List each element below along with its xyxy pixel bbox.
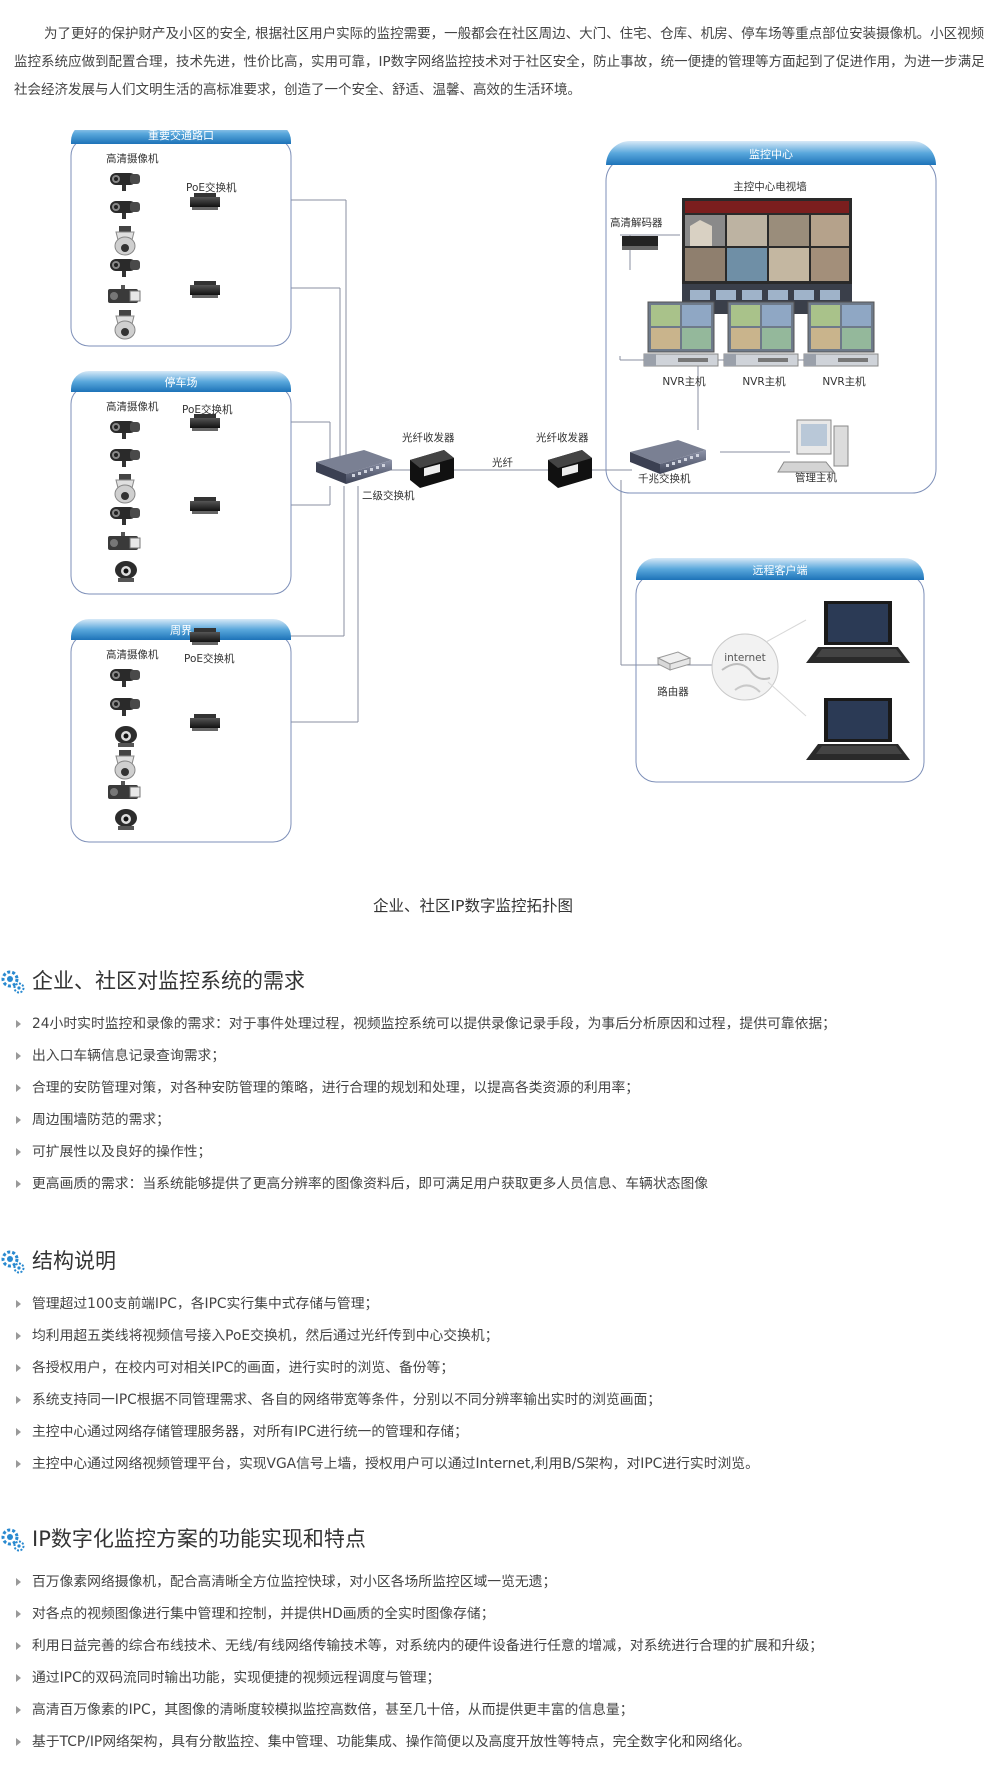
router-icon xyxy=(656,651,692,671)
camera-label: 高清摄像机 xyxy=(106,648,159,661)
mini-dome-camera-icon xyxy=(115,561,137,582)
router-label: 路由器 xyxy=(657,685,689,698)
section-features: IP数字化监控方案的功能实现和特点 百万像素网络摄像机，配合高清晰全方位监控快球… xyxy=(0,1524,1000,1750)
zone-title: 重要交通路口 xyxy=(148,130,214,142)
fiber-transceiver-icon xyxy=(548,450,592,488)
gear-icon xyxy=(1,1250,25,1274)
admin-host-icon xyxy=(777,419,849,473)
mini-dome-camera-icon xyxy=(115,809,137,830)
bullet-arrow-icon xyxy=(16,1610,21,1618)
tv-wall-icon xyxy=(682,198,852,314)
monitoring-center: 监控中心 主控中心电视墙 高清解码器 xyxy=(605,141,937,494)
gear-icon xyxy=(1,970,25,994)
center-title: 监控中心 xyxy=(749,147,793,161)
mini-dome-camera-icon xyxy=(115,726,137,747)
poe-switch-icon xyxy=(190,714,220,731)
section-title: 企业、社区对监控系统的需求 xyxy=(32,969,305,993)
bullet-arrow-icon xyxy=(16,1428,21,1436)
decoder-label: 高清解码器 xyxy=(610,216,663,229)
laptop-icon xyxy=(806,601,910,663)
poe-switch-icon xyxy=(190,628,220,645)
remote-client: 远程客户端 internet 路由器 xyxy=(635,558,925,783)
zone-title: 周界 xyxy=(170,624,192,637)
topology-diagram: 重要交通路口 高清摄像机 PoE交换机 停车场 高清摄像机 PoE交换机 周界 … xyxy=(70,130,937,843)
bullet-arrow-icon xyxy=(16,1052,21,1060)
bullet-arrow-icon xyxy=(16,1084,21,1092)
bullet-arrow-icon xyxy=(16,1116,21,1124)
fiber-label: 光纤 xyxy=(492,456,513,469)
bullet-arrow-icon xyxy=(16,1332,21,1340)
zone-parking-lot: 停车场 高清摄像机 PoE交换机 xyxy=(70,371,292,595)
bullet-arrow-icon xyxy=(16,1738,21,1746)
zone-title: 停车场 xyxy=(165,375,198,389)
nvr-host-icon xyxy=(723,301,799,367)
intro-paragraph: 为了更好的保护财产及小区的安全, 根据社区用户实际的监控需要，一般都会在社区周边… xyxy=(14,25,985,98)
poe-switch-icon xyxy=(190,193,220,210)
tv-wall-label: 主控中心电视墙 xyxy=(733,180,807,193)
bullet-arrow-icon xyxy=(16,1020,21,1028)
internet-label: internet xyxy=(724,652,766,664)
diagram-caption: 企业、社区IP数字监控拓扑图 xyxy=(373,897,573,915)
gigabit-switch-label: 千兆交换机 xyxy=(638,472,691,485)
admin-host-label: 管理主机 xyxy=(795,471,837,484)
poe-switch-icon xyxy=(190,281,220,298)
bullet-arrow-icon xyxy=(16,1642,21,1650)
remote-title: 远程客户端 xyxy=(753,563,808,577)
bullet-arrow-icon xyxy=(16,1706,21,1714)
nvr-host-icon xyxy=(643,301,719,367)
bullet-arrow-icon xyxy=(16,1300,21,1308)
nvr-host-icon xyxy=(803,301,879,367)
camera-label: 高清摄像机 xyxy=(106,152,159,165)
bullet-arrow-icon xyxy=(16,1460,21,1468)
fiber-transceiver-icon xyxy=(410,450,454,488)
zone-traffic-intersection: 重要交通路口 高清摄像机 PoE交换机 xyxy=(70,130,292,347)
bullet-arrow-icon xyxy=(16,1364,21,1372)
section-title: IP数字化监控方案的功能实现和特点 xyxy=(32,1527,366,1551)
zone-perimeter: 周界 高清摄像机 PoE交换机 xyxy=(70,619,292,843)
bullet-arrow-icon xyxy=(16,1674,21,1682)
camera-label: 高清摄像机 xyxy=(106,400,159,413)
nvr-label: NVR主机 xyxy=(822,375,866,388)
poe-switch-icon xyxy=(190,497,220,514)
section-requirements: 企业、社区对监控系统的需求 24小时实时监控和录像的需求：对于事件处理过程，视频… xyxy=(0,966,1000,1192)
poe-switch-label: PoE交换机 xyxy=(184,652,235,665)
gear-icon xyxy=(1,1528,25,1552)
laptop-icon xyxy=(806,698,910,760)
poe-switch-label: PoE交换机 xyxy=(182,403,233,416)
nvr-label: NVR主机 xyxy=(662,375,706,388)
bullet-arrow-icon xyxy=(16,1180,21,1188)
bullet-arrow-icon xyxy=(16,1396,21,1404)
nvr-label: NVR主机 xyxy=(742,375,786,388)
gigabit-switch-icon xyxy=(630,440,706,474)
transceiver-label-left: 光纤收发器 xyxy=(402,431,455,444)
bullet-arrow-icon xyxy=(16,1578,21,1586)
level2-switch-label: 二级交换机 xyxy=(362,489,415,502)
section-title: 结构说明 xyxy=(32,1249,116,1273)
transceiver-label-right: 光纤收发器 xyxy=(536,431,589,444)
poe-switch-label: PoE交换机 xyxy=(186,181,237,194)
bullet-arrow-icon xyxy=(16,1148,21,1156)
decoder-icon xyxy=(622,236,658,250)
level2-switch-icon xyxy=(316,450,392,484)
internet-globe-icon xyxy=(711,633,779,701)
section-structure: 结构说明 管理超过100支前端IPC，各IPC实行集中式存储与管理； 均利用超五… xyxy=(0,1246,1000,1472)
poe-switch-icon xyxy=(190,414,220,431)
